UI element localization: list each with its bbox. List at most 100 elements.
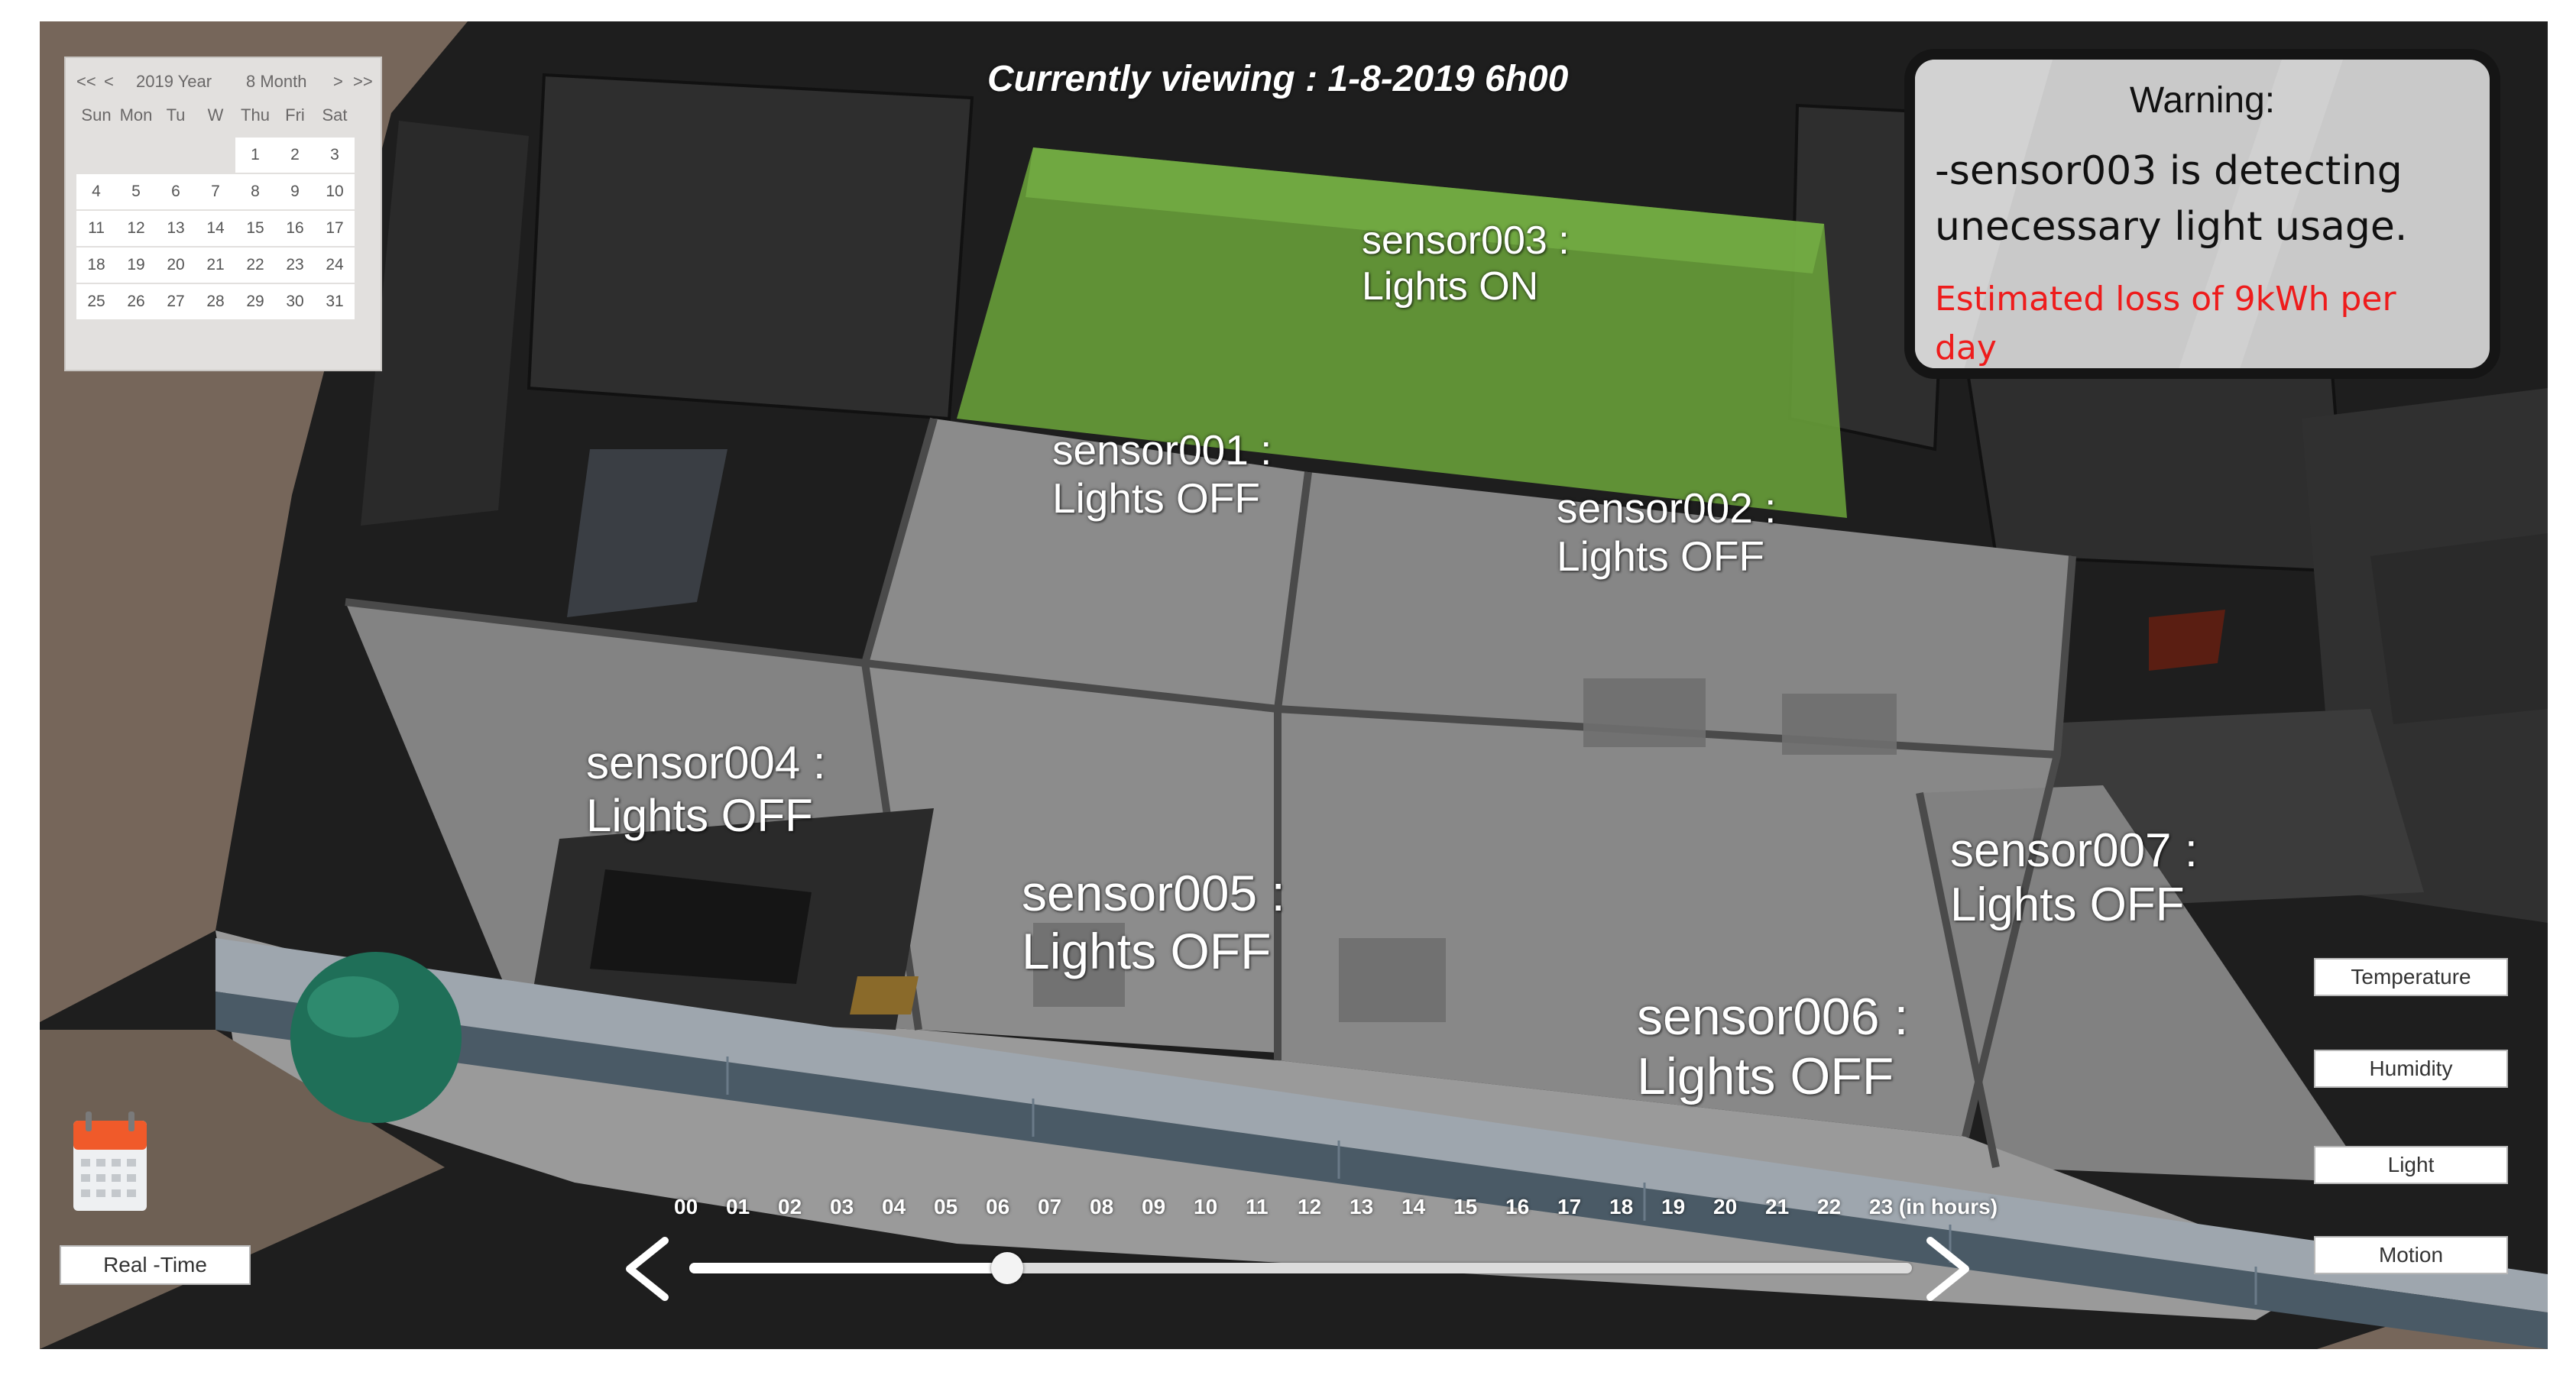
weekday-label: Sun: [81, 105, 112, 125]
calendar-day[interactable]: 23: [275, 248, 315, 283]
calendar-day[interactable]: 2: [275, 138, 315, 173]
sensor-status: Lights OFF: [1950, 879, 2185, 932]
hour-label[interactable]: 10: [1194, 1195, 1218, 1218]
sensor-id: sensor003 :: [1362, 218, 1570, 263]
hour-label[interactable]: 18: [1609, 1195, 1634, 1218]
calendar-empty-cell: [196, 138, 235, 173]
hour-label[interactable]: 19: [1661, 1195, 1686, 1218]
hour-label[interactable]: 12: [1298, 1195, 1322, 1218]
calendar-day[interactable]: 12: [116, 211, 156, 246]
calendar-icon[interactable]: [72, 1110, 148, 1214]
calendar-day[interactable]: 31: [315, 284, 355, 319]
calendar-day[interactable]: 18: [76, 248, 116, 283]
prev-month-button[interactable]: <: [104, 72, 114, 91]
calendar-day[interactable]: 22: [235, 248, 275, 283]
hour-label[interactable]: 20: [1713, 1195, 1738, 1218]
building-3d-view[interactable]: Currently viewing : 1-8-2019 6h00 << < 2…: [40, 21, 2548, 1349]
hour-label[interactable]: 22: [1817, 1195, 1842, 1218]
warning-panel: Warning: -sensor003 is detecting unecess…: [1904, 49, 2500, 379]
hour-label[interactable]: 03: [830, 1195, 854, 1218]
sensor-label-002[interactable]: sensor002 : Lights OFF: [1557, 484, 1776, 581]
weekday-label: Thu: [241, 105, 270, 125]
time-slider-handle[interactable]: [991, 1252, 1023, 1284]
sensor-status: Lights ON: [1362, 264, 1539, 309]
sensor-id: sensor007 :: [1950, 824, 2198, 877]
hour-label[interactable]: 04: [882, 1195, 906, 1218]
hour-label[interactable]: 06: [986, 1195, 1010, 1218]
weekday-label: Sat: [322, 105, 348, 125]
weekday-label: Tu: [166, 105, 186, 125]
hour-label[interactable]: 05: [934, 1195, 958, 1218]
calendar-day[interactable]: 5: [116, 174, 156, 209]
calendar-day[interactable]: 11: [76, 211, 116, 246]
hour-label[interactable]: 02: [778, 1195, 802, 1218]
calendar-day[interactable]: 4: [76, 174, 116, 209]
sensor-label-003[interactable]: sensor003 : Lights ON: [1362, 218, 1570, 310]
calendar-day[interactable]: 19: [116, 248, 156, 283]
sensor-id: sensor004 :: [586, 737, 826, 788]
time-slider-track[interactable]: [689, 1252, 1912, 1284]
real-time-button[interactable]: Real -Time: [60, 1245, 251, 1285]
chevron-left-icon[interactable]: [617, 1235, 679, 1303]
hour-label[interactable]: 09: [1142, 1195, 1166, 1218]
calendar-day[interactable]: 25: [76, 284, 116, 319]
calendar-day[interactable]: 7: [196, 174, 235, 209]
warning-background: [1915, 60, 2343, 368]
calendar-day[interactable]: 13: [156, 211, 196, 246]
calendar-day[interactable]: 30: [275, 284, 315, 319]
sensor-id: sensor006 :: [1637, 988, 1909, 1046]
sensor-id: sensor002 :: [1557, 484, 1777, 532]
sensor-label-001[interactable]: sensor001 : Lights OFF: [1052, 426, 1272, 523]
calendar-day[interactable]: 20: [156, 248, 196, 283]
hour-label[interactable]: 23 (in hours): [1869, 1195, 1998, 1218]
calendar-day[interactable]: 24: [315, 248, 355, 283]
currently-viewing-label: Currently viewing : 1-8-2019 6h00: [987, 59, 1569, 99]
calendar-day[interactable]: 27: [156, 284, 196, 319]
humidity-button[interactable]: Humidity: [2314, 1050, 2508, 1088]
warning-loss: Estimated loss of 9kWh per day: [1935, 280, 2396, 367]
chevron-right-icon[interactable]: [1917, 1235, 1978, 1303]
hour-label[interactable]: 16: [1505, 1195, 1530, 1218]
hour-label[interactable]: 15: [1453, 1195, 1478, 1218]
light-button[interactable]: Light: [2314, 1146, 2508, 1184]
sensor-label-007[interactable]: sensor007 : Lights OFF: [1950, 824, 2198, 933]
weekday-label: Fri: [285, 105, 305, 125]
hour-label[interactable]: 17: [1557, 1195, 1582, 1218]
calendar-day[interactable]: 6: [156, 174, 196, 209]
green-sphere-marker: [290, 952, 462, 1123]
calendar-day[interactable]: 16: [275, 211, 315, 246]
calendar-day[interactable]: 3: [315, 138, 355, 173]
sensor-label-004[interactable]: sensor004 : Lights OFF: [586, 736, 826, 842]
calendar-day[interactable]: 14: [196, 211, 235, 246]
temperature-button[interactable]: Temperature: [2314, 958, 2508, 996]
calendar-day[interactable]: 28: [196, 284, 235, 319]
calendar-day[interactable]: 21: [196, 248, 235, 283]
hour-label[interactable]: 01: [726, 1195, 750, 1218]
hour-label[interactable]: 00: [674, 1195, 698, 1218]
calendar-day[interactable]: 10: [315, 174, 355, 209]
calendar-nav: << < 2019 Year 8 Month > >>: [76, 72, 374, 96]
motion-button[interactable]: Motion: [2314, 1236, 2508, 1274]
sensor-status: Lights OFF: [1052, 474, 1261, 523]
sensor-label-006[interactable]: sensor006 : Lights OFF: [1637, 987, 1908, 1106]
hour-label[interactable]: 14: [1401, 1195, 1426, 1218]
calendar-widget[interactable]: << < 2019 Year 8 Month > >> Sun Mon Tu W…: [64, 57, 382, 371]
calendar-day[interactable]: 26: [116, 284, 156, 319]
next-year-button[interactable]: >>: [353, 72, 373, 91]
hour-label[interactable]: 08: [1090, 1195, 1114, 1218]
calendar-day[interactable]: 29: [235, 284, 275, 319]
next-month-button[interactable]: >: [333, 72, 343, 91]
sensor-label-005[interactable]: sensor005 : Lights OFF: [1022, 865, 1285, 981]
hour-label[interactable]: 13: [1350, 1195, 1374, 1218]
prev-year-button[interactable]: <<: [76, 72, 96, 91]
calendar-day[interactable]: 1: [235, 138, 275, 173]
calendar-day[interactable]: 15: [235, 211, 275, 246]
hour-label[interactable]: 21: [1765, 1195, 1790, 1218]
calendar-day[interactable]: 17: [315, 211, 355, 246]
hour-label[interactable]: 07: [1038, 1195, 1062, 1218]
warning-title: Warning:: [2129, 80, 2276, 121]
calendar-day[interactable]: 8: [235, 174, 275, 209]
calendar-day[interactable]: 9: [275, 174, 315, 209]
sensor-status: Lights OFF: [586, 790, 813, 841]
hour-label[interactable]: 11: [1246, 1195, 1269, 1218]
